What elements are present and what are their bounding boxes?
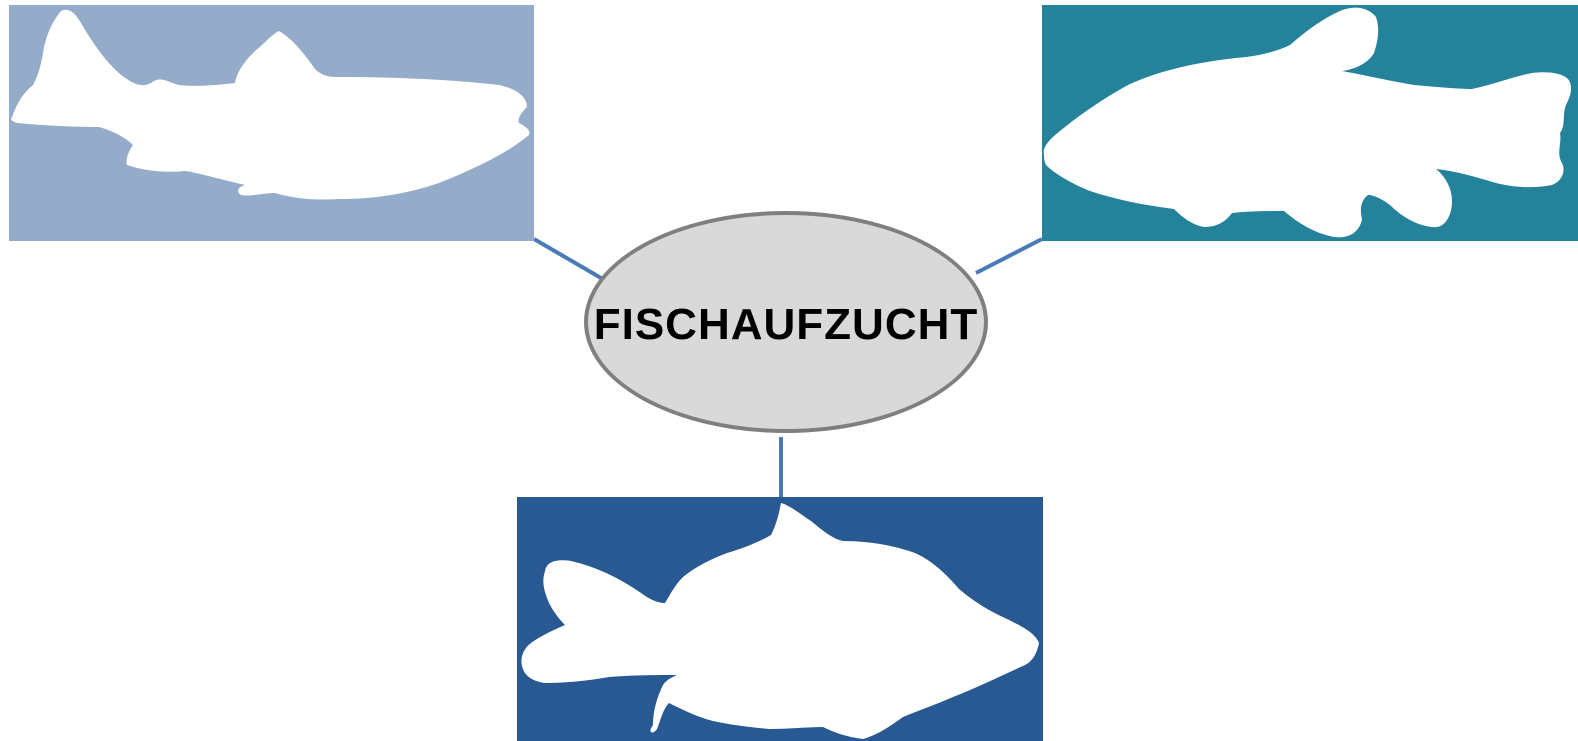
carp-fish-icon bbox=[517, 497, 1043, 741]
tench-fish-icon bbox=[1042, 5, 1578, 241]
connector-top-left bbox=[532, 237, 603, 280]
connector-top-right bbox=[975, 237, 1043, 275]
fish-box-trout bbox=[9, 5, 534, 241]
center-node-ellipse bbox=[584, 211, 988, 433]
trout-fish-icon bbox=[9, 5, 534, 241]
fish-box-tench bbox=[1042, 5, 1578, 241]
center-node-label: FISCHAUFZUCHT bbox=[593, 300, 979, 349]
fish-box-carp bbox=[517, 497, 1043, 741]
